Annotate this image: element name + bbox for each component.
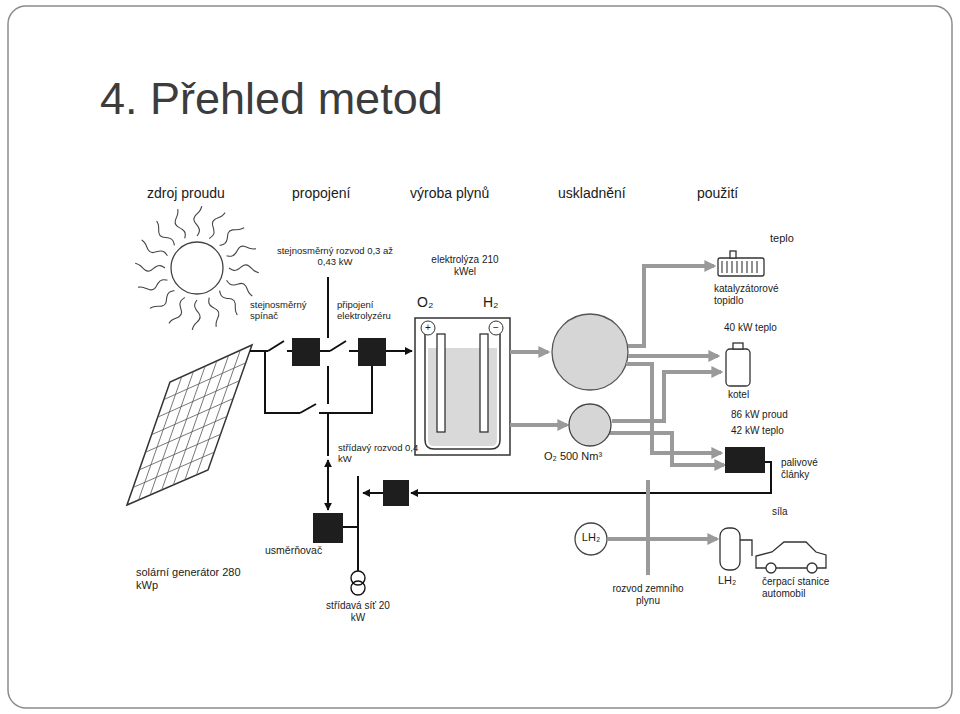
- column-heading: zdroj proudu: [147, 186, 225, 201]
- sun-ray: [192, 300, 200, 330]
- sun-ray: [227, 246, 256, 256]
- gas-pipe: [510, 423, 567, 427]
- electrolyser-node: elektrolýza 210 kWelO₂H₂: [415, 318, 510, 455]
- column-heading: výroba plynů: [410, 186, 489, 201]
- node-text: palivové články: [781, 457, 841, 480]
- circle-outline: [568, 403, 612, 447]
- gas-pipe: [612, 372, 721, 421]
- node-text: 86 kW proud: [731, 409, 788, 421]
- column-heading: uskladnění: [558, 186, 626, 201]
- panel-grid: [173, 361, 217, 485]
- sun-ray: [209, 298, 219, 327]
- sun-ray: [227, 280, 253, 296]
- node-text: síla: [772, 506, 788, 518]
- sun-ray: [220, 228, 244, 246]
- panel-grid: [139, 377, 182, 500]
- node-text: čerpací stanice automobil: [762, 576, 844, 599]
- solar-panel: [127, 345, 252, 505]
- switch-box: [292, 338, 320, 366]
- bus-label: stejnosměrný rozvod 0,3 až 0,43 kW: [276, 246, 394, 268]
- sun-ray: [175, 209, 185, 238]
- slide-border: [8, 6, 952, 708]
- node-text: usměrňovač: [265, 544, 322, 556]
- sun-ray: [169, 298, 185, 324]
- sun-ray: [138, 280, 167, 290]
- panel-grid: [152, 399, 234, 435]
- sun-ray: [194, 206, 202, 236]
- node-text: katalyzátorové topidlo: [714, 283, 796, 306]
- node-text: H₂: [483, 294, 499, 310]
- gas-label: rozvod zemního plynu: [600, 583, 696, 606]
- panel-grid: [162, 366, 205, 490]
- electrode-sign: −: [491, 322, 501, 334]
- column-heading: použití: [697, 186, 738, 201]
- panel-grid: [139, 434, 220, 470]
- electrolyser: [415, 318, 510, 455]
- panel-grid: [196, 350, 240, 475]
- electrode-sign: +: [423, 322, 433, 334]
- panel-grid: [133, 452, 214, 487]
- node-text: LH₂: [718, 574, 736, 587]
- connection-label: připojení elektrolyzéru: [337, 300, 407, 322]
- lh2-tank: [720, 528, 752, 570]
- inverter-box: [383, 480, 409, 506]
- circle-shape: [575, 523, 607, 555]
- oxygen-sphere: O₂ 500 Nm³: [568, 403, 612, 447]
- panel-grid: [185, 356, 229, 480]
- node-text: LH₂: [574, 531, 608, 544]
- switch-label: stejnosměrný spínač: [250, 300, 314, 322]
- node-text: O₂ 500 Nm³: [544, 450, 602, 463]
- boiler: [726, 343, 750, 386]
- node-text: teplo: [770, 232, 794, 245]
- node-text: elektrolýza 210 kWel: [425, 254, 505, 277]
- node-text: 40 kW teplo: [724, 322, 777, 334]
- sun-ray: [229, 265, 259, 273]
- car: [756, 542, 826, 573]
- node-text: kotel: [728, 389, 749, 401]
- gas-pipe: [609, 433, 724, 465]
- column-heading: propojení: [292, 186, 350, 201]
- sun-ray: [220, 291, 238, 315]
- ac-wiring: [343, 462, 771, 595]
- node-text: O₂: [417, 294, 433, 310]
- sun: [135, 206, 259, 330]
- grid-label: střídavá síť 20 kW: [322, 600, 394, 623]
- fuel-cell-box: 86 kW proud42 kW teplopalivové články: [725, 447, 765, 473]
- gas-pipe: [608, 537, 717, 541]
- catalytic-heater: [718, 251, 764, 276]
- boiler-node: kotel: [722, 345, 754, 387]
- bus-label: střídavý rozvod 0,4 kW: [338, 443, 420, 465]
- hydrogen-pipes: [510, 266, 721, 575]
- sun-ray: [157, 221, 175, 245]
- panel-grid: [164, 363, 246, 400]
- hydrogen-sphere: [552, 314, 628, 390]
- sun-ray: [150, 291, 174, 309]
- connection-box: [358, 338, 386, 366]
- generator-label: solární generátor 280 kWp: [136, 566, 246, 591]
- sun-ray: [142, 240, 168, 256]
- fuelling-node: sílaLH₂čerpací stanice automobil: [718, 526, 828, 572]
- panel-grid: [150, 371, 193, 495]
- node-text: 42 kW teplo: [731, 425, 784, 437]
- lh2-circle: LH₂: [574, 522, 608, 556]
- heater-node: teplokatalyzátorové topidlo40 kW teplo: [718, 252, 766, 278]
- sun-ray: [135, 263, 165, 271]
- circle-shape: [569, 404, 611, 446]
- sun-ray: [209, 213, 225, 239]
- slide-title: 4. Přehled metod: [100, 76, 443, 121]
- panel-grid: [145, 416, 226, 452]
- panel-grid: [158, 381, 240, 417]
- rectifier-box: usměrňovač: [313, 513, 343, 543]
- dc-wiring: [250, 277, 412, 510]
